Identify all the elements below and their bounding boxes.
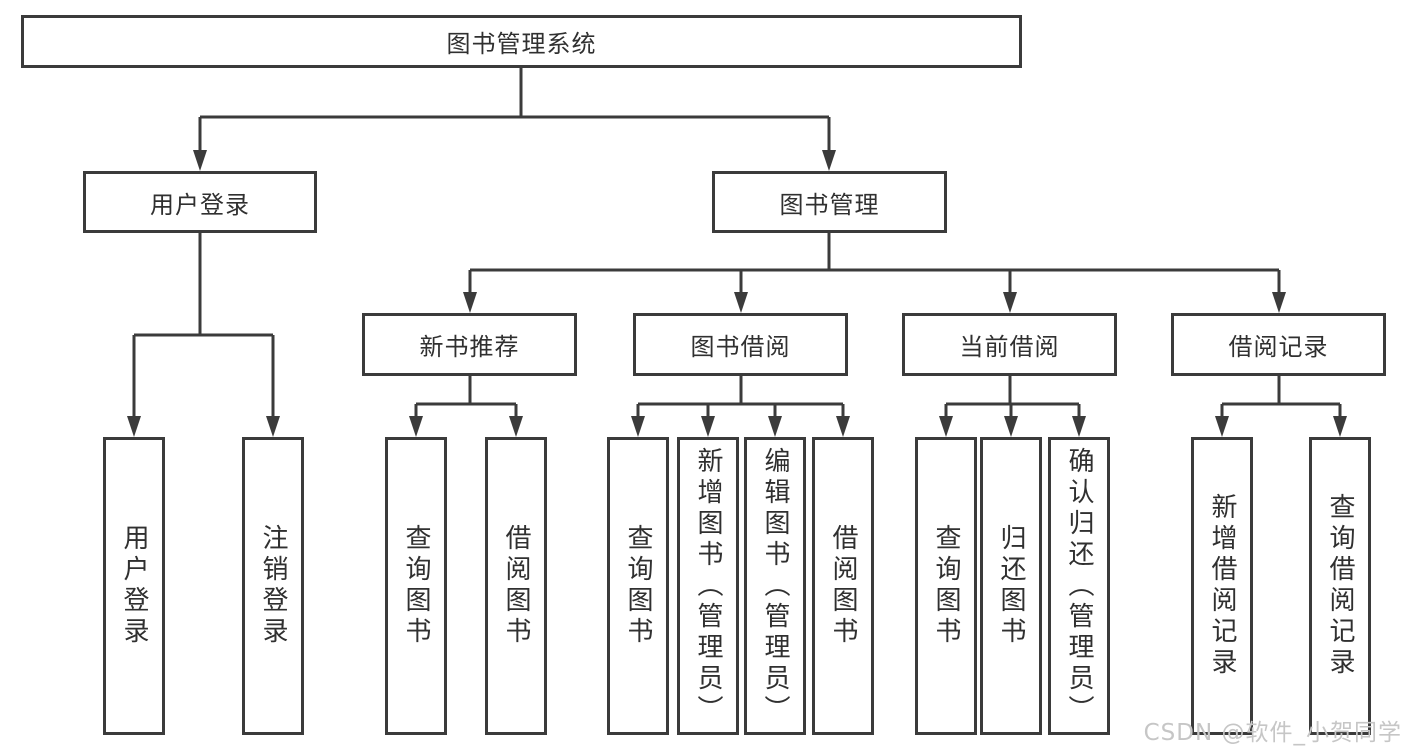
leaf-return-book: 归还图书: [980, 437, 1042, 735]
leaf-borrow-books: 借阅图书: [812, 437, 874, 735]
watermark-text: CSDN @软件_小贺同学: [1143, 720, 1402, 746]
node-new-book-recommend: 新书推荐: [362, 313, 577, 376]
leaf-query-borrow-record: 查询借阅记录: [1309, 437, 1371, 735]
node-library-system: 图书管理系统: [21, 15, 1022, 68]
leaf-add-borrow-record: 新增借阅记录: [1191, 437, 1253, 735]
node-user-login: 用户登录: [83, 171, 317, 233]
leaf-query-books-current: 查询图书: [915, 437, 977, 735]
leaf-add-book-admin: 新增图书（管理员）: [677, 437, 739, 735]
leaf-logout: 注销登录: [242, 437, 304, 735]
node-book-management: 图书管理: [712, 171, 947, 233]
leaf-query-books-borrow: 查询图书: [607, 437, 669, 735]
leaf-confirm-return-admin: 确认归还（管理员）: [1048, 437, 1110, 735]
node-borrowing-records: 借阅记录: [1171, 313, 1386, 376]
node-book-borrowing: 图书借阅: [633, 313, 848, 376]
leaf-edit-book-admin: 编辑图书（管理员）: [744, 437, 806, 735]
leaf-user-login: 用户登录: [103, 437, 165, 735]
leaf-borrow-books-recommend: 借阅图书: [485, 437, 547, 735]
leaf-query-books-recommend: 查询图书: [385, 437, 447, 735]
node-current-borrowing: 当前借阅: [902, 313, 1117, 376]
